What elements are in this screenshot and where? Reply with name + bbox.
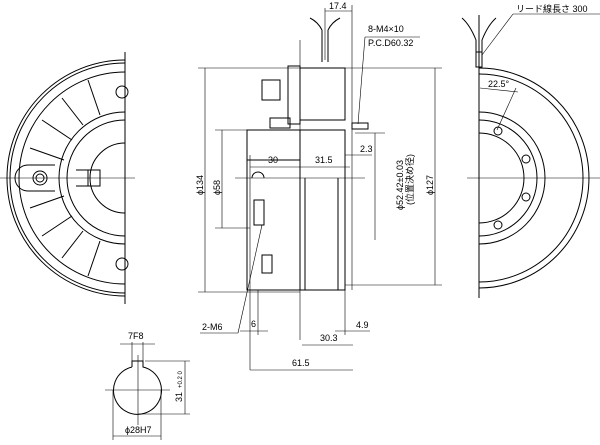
left-front-view [0, 52, 135, 304]
angle-22-5: 22.5° [488, 79, 510, 89]
tap-spec: 2-M6 [202, 322, 223, 332]
side-view-dimensions: 17.4 8-M4×10 P.C.D60.32 2.3 30 31.5 ϕ134… [195, 1, 442, 371]
dim-4-9: 4.9 [356, 320, 369, 330]
dim-30-3: 30.3 [320, 333, 338, 343]
dim-phi-58: ϕ58 [212, 180, 222, 195]
dim-phi-127: ϕ127 [425, 175, 435, 195]
dim-phi-134: ϕ134 [195, 175, 205, 195]
right-back-view: 22.5° リード線長さ 300 [461, 3, 600, 298]
dim-phi-52-42: ϕ52.42±0.03 [395, 160, 405, 210]
lead-wire-length: リード線長さ 300 [516, 3, 588, 14]
keyway-detail: 7F8 31 +0.2 0 ϕ28H7 [105, 331, 190, 440]
side-view [235, 17, 369, 340]
dim-30: 30 [268, 155, 278, 165]
pcd-spec: P.C.D60.32 [368, 38, 413, 48]
key-height-tolerance: +0.2 0 [178, 370, 184, 388]
bore-diameter: ϕ28H7 [125, 425, 152, 435]
key-height: 31 [174, 392, 184, 402]
dim-61-5: 61.5 [292, 358, 310, 368]
dim-31-5: 31.5 [315, 155, 333, 165]
screw-spec: 8-M4×10 [368, 24, 404, 34]
dim-2-3: 2.3 [360, 144, 373, 154]
dim-6: 6 [251, 319, 256, 329]
key-width: 7F8 [128, 331, 144, 341]
dim-17-4: 17.4 [329, 1, 347, 11]
dim-phi-52-42-note: (位置決め径) [404, 154, 415, 205]
